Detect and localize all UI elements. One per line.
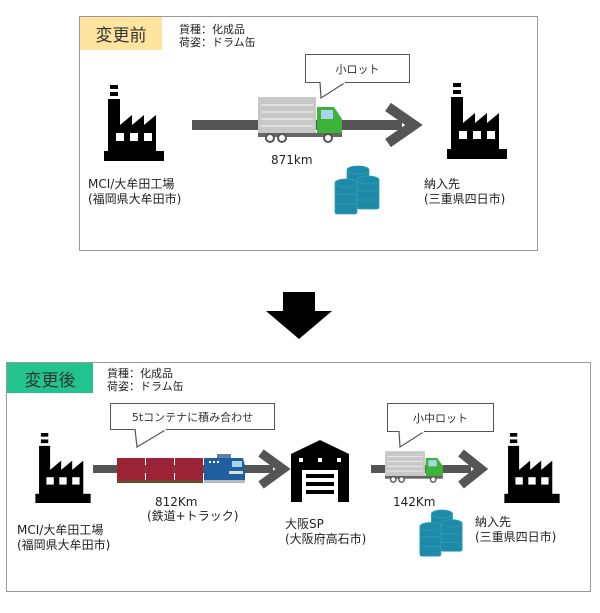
- hub-label: 大阪SP (大阪府高石市): [285, 517, 366, 547]
- rail-distance: 812Km: [155, 495, 198, 509]
- rail-callout: 5tコンテナに積み合わせ: [110, 403, 275, 430]
- factory-icon: [447, 83, 507, 159]
- before-tag-label: 変更前: [95, 26, 147, 46]
- before-distance: 871km: [271, 153, 313, 167]
- warehouse-icon: [291, 440, 349, 502]
- callout-tail: [134, 428, 168, 448]
- hub-location: (大阪府高石市): [285, 532, 367, 546]
- before-origin-label: MCI/大牟田工場 (福岡県大牟田市): [88, 177, 181, 207]
- before-destination-name: 納入先: [424, 177, 461, 191]
- after-origin-name: MCI/大牟田工場: [17, 523, 104, 537]
- callout-tail: [398, 430, 426, 449]
- before-cargo-info: 貨種：化成品 荷姿：ドラム缶: [179, 23, 256, 49]
- rail-mode: (鉄道+トラック): [147, 509, 239, 523]
- before-tag: 変更前: [80, 17, 162, 50]
- after-origin-label: MCI/大牟田工場 (福岡県大牟田市): [17, 523, 110, 553]
- truck-icon: [258, 97, 342, 143]
- before-cargo-type: 貨種：化成品: [179, 23, 245, 36]
- after-cargo-info: 貨種：化成品 荷姿：ドラム缶: [107, 367, 184, 393]
- hub-name: 大阪SP: [285, 517, 324, 531]
- after-tag: 変更後: [7, 363, 93, 393]
- before-callout: 小ロット: [305, 54, 410, 83]
- after-cargo-type: 貨種：化成品: [107, 367, 173, 380]
- after-destination-location: (三重県四日市): [475, 530, 557, 544]
- before-destination-label: 納入先 (三重県四日市): [424, 177, 505, 207]
- before-callout-text: 小ロット: [335, 62, 380, 76]
- before-destination-location: (三重県四日市): [424, 192, 506, 206]
- callout-tail: [319, 81, 347, 100]
- drum-icon: [334, 165, 380, 215]
- before-origin-name: MCI/大牟田工場: [88, 177, 175, 191]
- truck-distance: 142Km: [393, 495, 436, 509]
- before-panel: 変更前 貨種：化成品 荷姿：ドラム缶 小ロット: [79, 16, 538, 251]
- down-arrow-icon: [266, 292, 332, 339]
- factory-icon: [35, 433, 91, 503]
- drum-icon: [419, 509, 463, 557]
- truck-callout: 小中ロット: [387, 403, 494, 432]
- after-tag-label: 変更後: [24, 370, 76, 391]
- factory-icon: [504, 433, 560, 503]
- before-origin-location: (福岡県大牟田市): [88, 192, 182, 206]
- truck-callout-text: 小中ロット: [413, 411, 468, 425]
- after-packaging: 荷姿：ドラム缶: [107, 380, 184, 393]
- factory-icon: [104, 85, 164, 161]
- after-destination-label: 納入先 (三重県四日市): [475, 515, 556, 545]
- before-packaging: 荷姿：ドラム缶: [179, 36, 256, 49]
- truck-icon: [385, 451, 443, 483]
- after-panel: 変更後 貨種：化成品 荷姿：ドラム缶 5tコンテナに積み合わせ: [6, 362, 591, 592]
- after-origin-location: (福岡県大牟田市): [17, 538, 111, 552]
- rail-callout-text: 5tコンテナに積み合わせ: [131, 410, 254, 424]
- rail-distance-info: 812Km (鉄道+トラック): [147, 495, 238, 523]
- freight-train-icon: [117, 454, 245, 483]
- after-destination-name: 納入先: [475, 515, 512, 529]
